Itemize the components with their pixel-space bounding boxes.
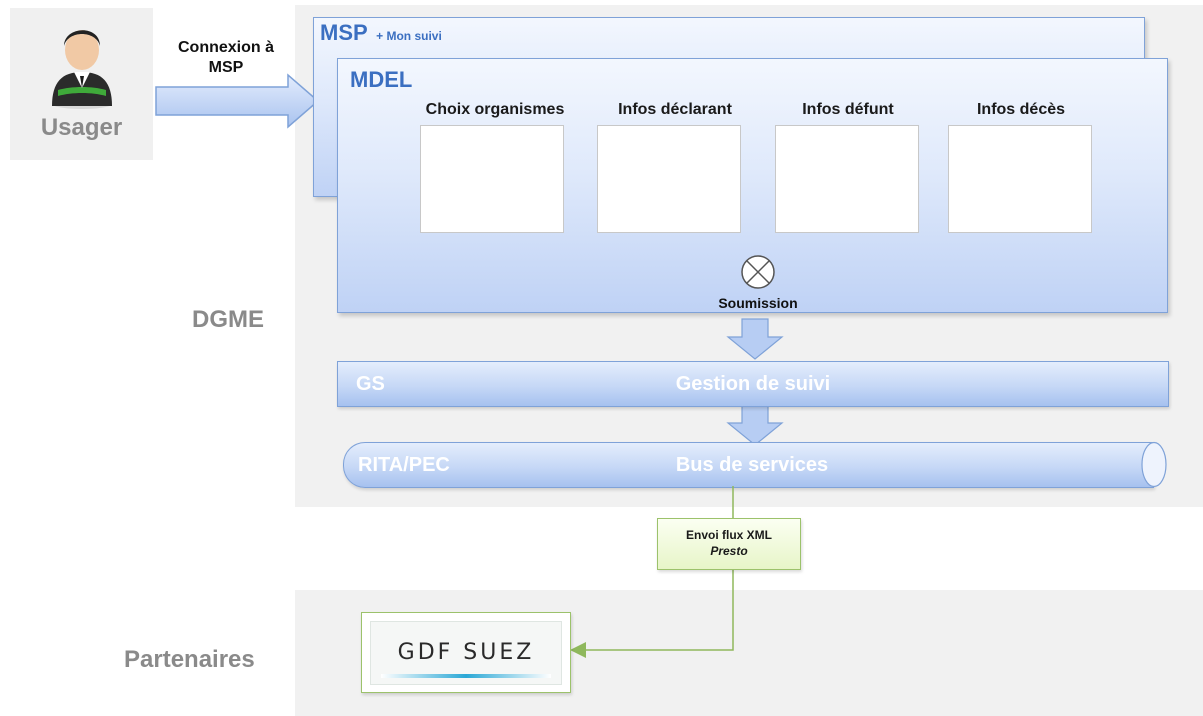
connexion-arrow xyxy=(155,73,320,129)
step-title-infos-defunt: Infos défunt xyxy=(802,101,894,118)
step-title-choix-organismes: Choix organismes xyxy=(425,101,565,118)
step-title-infos-declarant: Infos déclarant xyxy=(618,101,732,118)
mdel-title: MDEL xyxy=(350,67,413,92)
step-thumbnail-infos-deces xyxy=(948,125,1092,233)
msp-subtitle: + Mon suivi xyxy=(376,29,442,43)
bus-end-cap xyxy=(1141,441,1167,488)
rita-bus: RITA/PEC Bus de services xyxy=(343,442,1154,488)
step-thumbnail-choix-organismes xyxy=(420,125,564,233)
gs-label: GS xyxy=(356,373,385,395)
usager-label: Usager xyxy=(40,114,123,141)
arrow-to-gs xyxy=(726,318,784,360)
connexion-line2: MSP xyxy=(208,59,244,76)
gs-band: GS Gestion de suivi xyxy=(337,361,1169,407)
xml-flow-line2: Presto xyxy=(710,544,748,558)
xml-flow-box: Envoi flux XML Presto xyxy=(657,518,801,570)
partner-logo-inner: GDF SUEZ xyxy=(370,621,562,685)
rita-title: Bus de services xyxy=(675,454,829,476)
mdel-box: MDEL Choix organismes Infos déclarant In… xyxy=(337,58,1168,313)
connexion-label: Connexion à MSP xyxy=(156,38,296,78)
xml-flow-line1: Envoi flux XML xyxy=(685,528,772,542)
arrow-to-rita xyxy=(726,404,784,446)
gdf-suez-logo: GDF SUEZ xyxy=(397,640,535,665)
rita-label: RITA/PEC xyxy=(358,454,450,476)
gs-title: Gestion de suivi xyxy=(675,373,831,395)
logo-underline xyxy=(381,674,551,678)
submission-gate-icon xyxy=(741,255,775,289)
step-title-infos-deces: Infos décès xyxy=(976,101,1066,118)
dgme-label: DGME xyxy=(192,306,264,333)
partner-logo-box: GDF SUEZ xyxy=(361,612,571,693)
connexion-line1: Connexion à xyxy=(177,39,274,56)
partenaires-label: Partenaires xyxy=(124,646,255,673)
msp-title: MSP xyxy=(320,20,368,45)
submission-label: Soumission xyxy=(718,295,798,311)
usager-box: Usager xyxy=(10,8,153,160)
flow-connector xyxy=(570,486,734,658)
user-icon xyxy=(52,30,112,109)
step-thumbnail-infos-declarant xyxy=(597,125,741,233)
step-thumbnail-infos-defunt xyxy=(775,125,919,233)
